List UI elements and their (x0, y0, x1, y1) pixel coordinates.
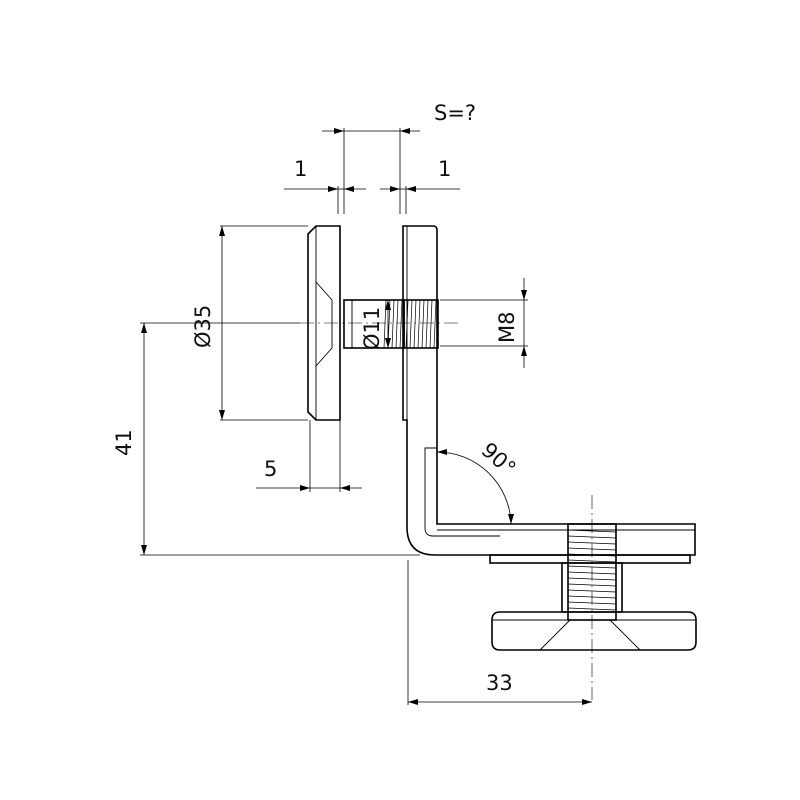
height-label: 41 (112, 429, 136, 456)
left-clamp-disc (307, 225, 341, 421)
upper-bolt (343, 299, 439, 349)
disc-thickness-label: 5 (264, 457, 277, 481)
bolt-diameter-label: Ø11 (360, 307, 384, 350)
disc-diameter-label: Ø35 (191, 305, 215, 348)
lower-clamp (489, 523, 697, 651)
offset-label: 33 (486, 671, 513, 695)
gap-label: S=? (434, 101, 476, 125)
dimension-right-wall (380, 186, 460, 214)
angle-bracket (402, 225, 696, 556)
upper-thread (383, 299, 437, 349)
center-lines (300, 322, 593, 700)
left-wall-label: 1 (294, 157, 307, 181)
dimension-offset (407, 560, 592, 705)
dimension-disc-thickness (256, 420, 362, 492)
dimension-angle (436, 449, 514, 525)
dimension-left-wall (284, 186, 366, 214)
dimension-thread (440, 278, 528, 368)
thread-label: M8 (495, 312, 519, 343)
angle-label: 90° (477, 438, 521, 481)
dimension-height (140, 322, 420, 556)
dimension-gap (322, 128, 420, 214)
dimension-bolt-diameter (385, 300, 391, 348)
right-wall-label: 1 (438, 157, 451, 181)
